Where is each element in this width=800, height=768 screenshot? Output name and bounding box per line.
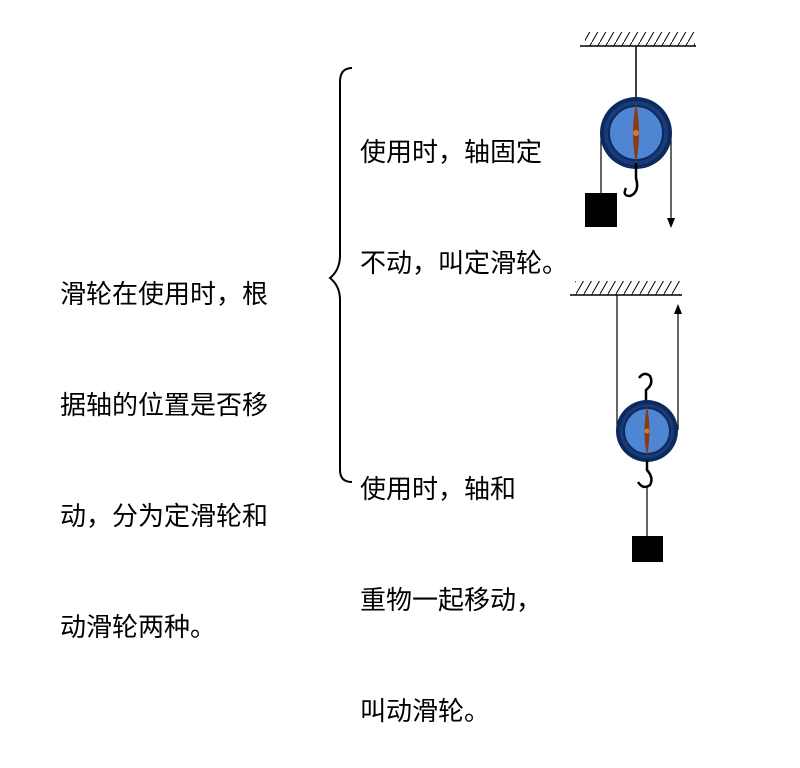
arrow-up-bottom xyxy=(674,304,682,314)
hook-upper-bottom xyxy=(637,372,653,402)
movable-pulley-line: 使用时，轴和 xyxy=(360,475,517,505)
intro-text: 滑轮在使用时，根 据轴的位置是否移 动，分为定滑轮和 动滑轮两种。 xyxy=(60,203,268,684)
movable-pulley-text: 使用时，轴和 重物一起移动， 叫动滑轮。 xyxy=(360,398,542,768)
intro-line: 动，分为定滑轮和 xyxy=(60,502,269,532)
intro-line: 据轴的位置是否移 xyxy=(60,391,269,421)
fixed-pulley-line: 不动，叫定滑轮。 xyxy=(360,249,569,279)
movable-pulley-group xyxy=(570,281,682,562)
fixed-pulley-group xyxy=(580,32,696,228)
fixed-pulley-line: 使用时，轴固定 xyxy=(360,138,543,168)
hook-lower-bottom xyxy=(636,460,653,489)
weight-bottom xyxy=(632,536,663,562)
movable-pulley-line: 重物一起移动， xyxy=(360,586,543,616)
fixed-pulley-text: 使用时，轴固定 不动，叫定滑轮。 xyxy=(360,61,568,320)
ceiling-top xyxy=(585,32,695,46)
intro-line: 滑轮在使用时，根 xyxy=(60,280,269,310)
arrow-down-top xyxy=(667,218,675,228)
hook-top xyxy=(623,163,639,198)
intro-line: 动滑轮两种。 xyxy=(60,613,217,643)
pulley-diagram xyxy=(328,32,696,562)
curly-brace xyxy=(328,67,353,483)
movable-pulley-line: 叫动滑轮。 xyxy=(360,697,491,727)
ceiling-bottom xyxy=(575,281,680,295)
weight-top xyxy=(585,193,617,227)
